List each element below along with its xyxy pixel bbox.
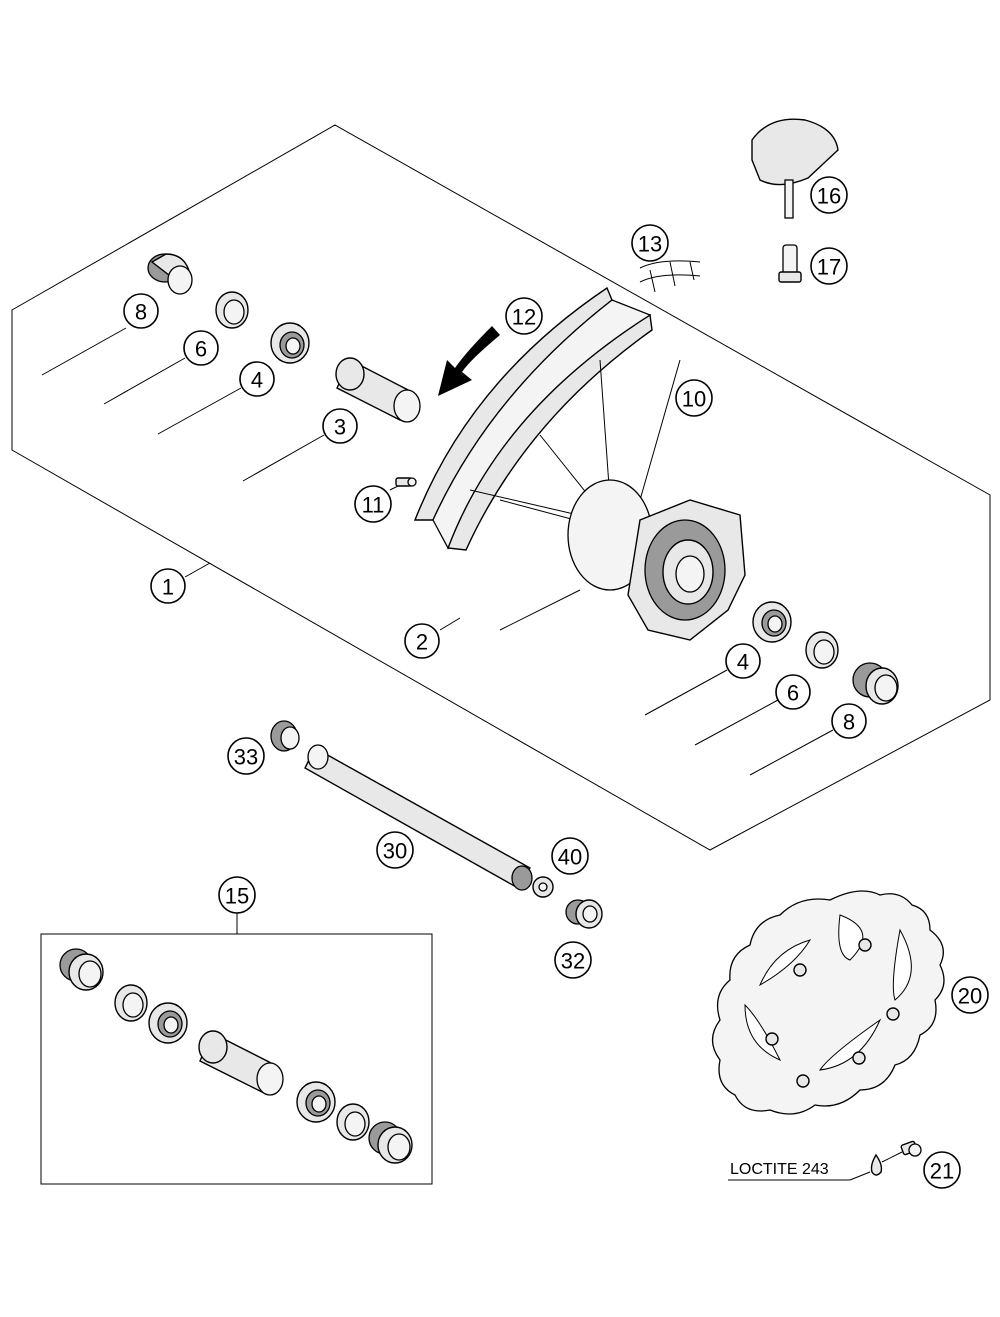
callout-11: 11: [354, 485, 392, 523]
callout-8-left: 8: [123, 293, 159, 329]
svg-text:1: 1: [162, 575, 174, 600]
callout-8-right: 8: [831, 703, 867, 739]
assembly-outline: [11, 124, 991, 851]
svg-text:20: 20: [958, 984, 982, 1009]
kit-seal-right: [336, 1103, 370, 1141]
svg-text:6: 6: [195, 337, 207, 362]
brake-disc: [711, 890, 945, 1115]
callout-4-left: 4: [239, 361, 275, 397]
spacer-right: [852, 662, 899, 705]
washer-40: [532, 876, 554, 898]
kit-spacer-right: [368, 1121, 413, 1164]
callout-6-right: 6: [775, 674, 811, 710]
rotation-arrow-icon: [438, 326, 500, 396]
svg-text:10: 10: [682, 387, 706, 412]
svg-text:4: 4: [251, 368, 263, 393]
callout-20: 20: [951, 976, 989, 1014]
axle: [304, 744, 533, 891]
tire-lock: [751, 118, 839, 219]
svg-text:11: 11: [362, 493, 385, 518]
screw-11: [395, 477, 417, 487]
nut-33: [270, 720, 300, 752]
axle-bolt: [565, 899, 603, 929]
kit-spacer-left: [59, 948, 104, 991]
svg-text:8: 8: [135, 300, 147, 325]
callout-40: 40: [551, 837, 589, 875]
callout-32: 32: [554, 941, 592, 979]
svg-text:3: 3: [334, 415, 346, 440]
bearing-right: [752, 601, 792, 643]
kit-bearing-right: [296, 1081, 336, 1123]
callout-30: 30: [376, 831, 414, 869]
callout-3: 3: [322, 408, 358, 444]
callout-21: 21: [923, 1151, 961, 1189]
kit-seal-left: [114, 984, 148, 1022]
svg-text:33: 33: [234, 745, 258, 770]
svg-text:15: 15: [225, 884, 249, 909]
leader-lines: [41, 327, 834, 776]
nut-17: [778, 244, 802, 283]
callout-2: 2: [404, 623, 440, 659]
svg-text:17: 17: [817, 255, 841, 280]
svg-text:6: 6: [787, 681, 799, 706]
svg-text:4: 4: [737, 650, 749, 675]
svg-text:32: 32: [561, 949, 585, 974]
callout-1: 1: [150, 568, 186, 604]
rim: [413, 286, 653, 551]
kit-bearing-left: [148, 1002, 188, 1044]
callout-10: 10: [675, 379, 713, 417]
rim-tape: [639, 260, 701, 293]
callout-13: 13: [631, 224, 669, 262]
kit-sleeve: [198, 1030, 284, 1096]
seal-ring-left: [215, 291, 249, 329]
svg-text:2: 2: [416, 630, 428, 655]
svg-text:21: 21: [930, 1159, 954, 1184]
svg-text:30: 30: [383, 839, 407, 864]
disc-screw: [900, 1140, 922, 1157]
callout-33: 33: [227, 737, 265, 775]
svg-text:13: 13: [638, 232, 662, 257]
hub: [567, 479, 746, 641]
bearing-left: [270, 322, 310, 364]
callout-6-left: 6: [183, 330, 219, 366]
distance-sleeve: [335, 357, 421, 423]
callout-17: 17: [810, 247, 848, 285]
loctite-drop-icon: [870, 1153, 883, 1176]
spacer-left: [147, 253, 193, 295]
loctite-note: LOCTITE 243: [730, 1161, 829, 1178]
svg-text:8: 8: [843, 710, 855, 735]
callout-15: 15: [218, 876, 256, 914]
callout-12: 12: [505, 297, 543, 335]
callout-4-right: 4: [725, 643, 761, 679]
svg-text:12: 12: [512, 305, 536, 330]
callout-16: 16: [810, 176, 848, 214]
svg-text:40: 40: [558, 845, 582, 870]
seal-ring-right: [805, 631, 839, 669]
svg-text:16: 16: [817, 184, 841, 209]
